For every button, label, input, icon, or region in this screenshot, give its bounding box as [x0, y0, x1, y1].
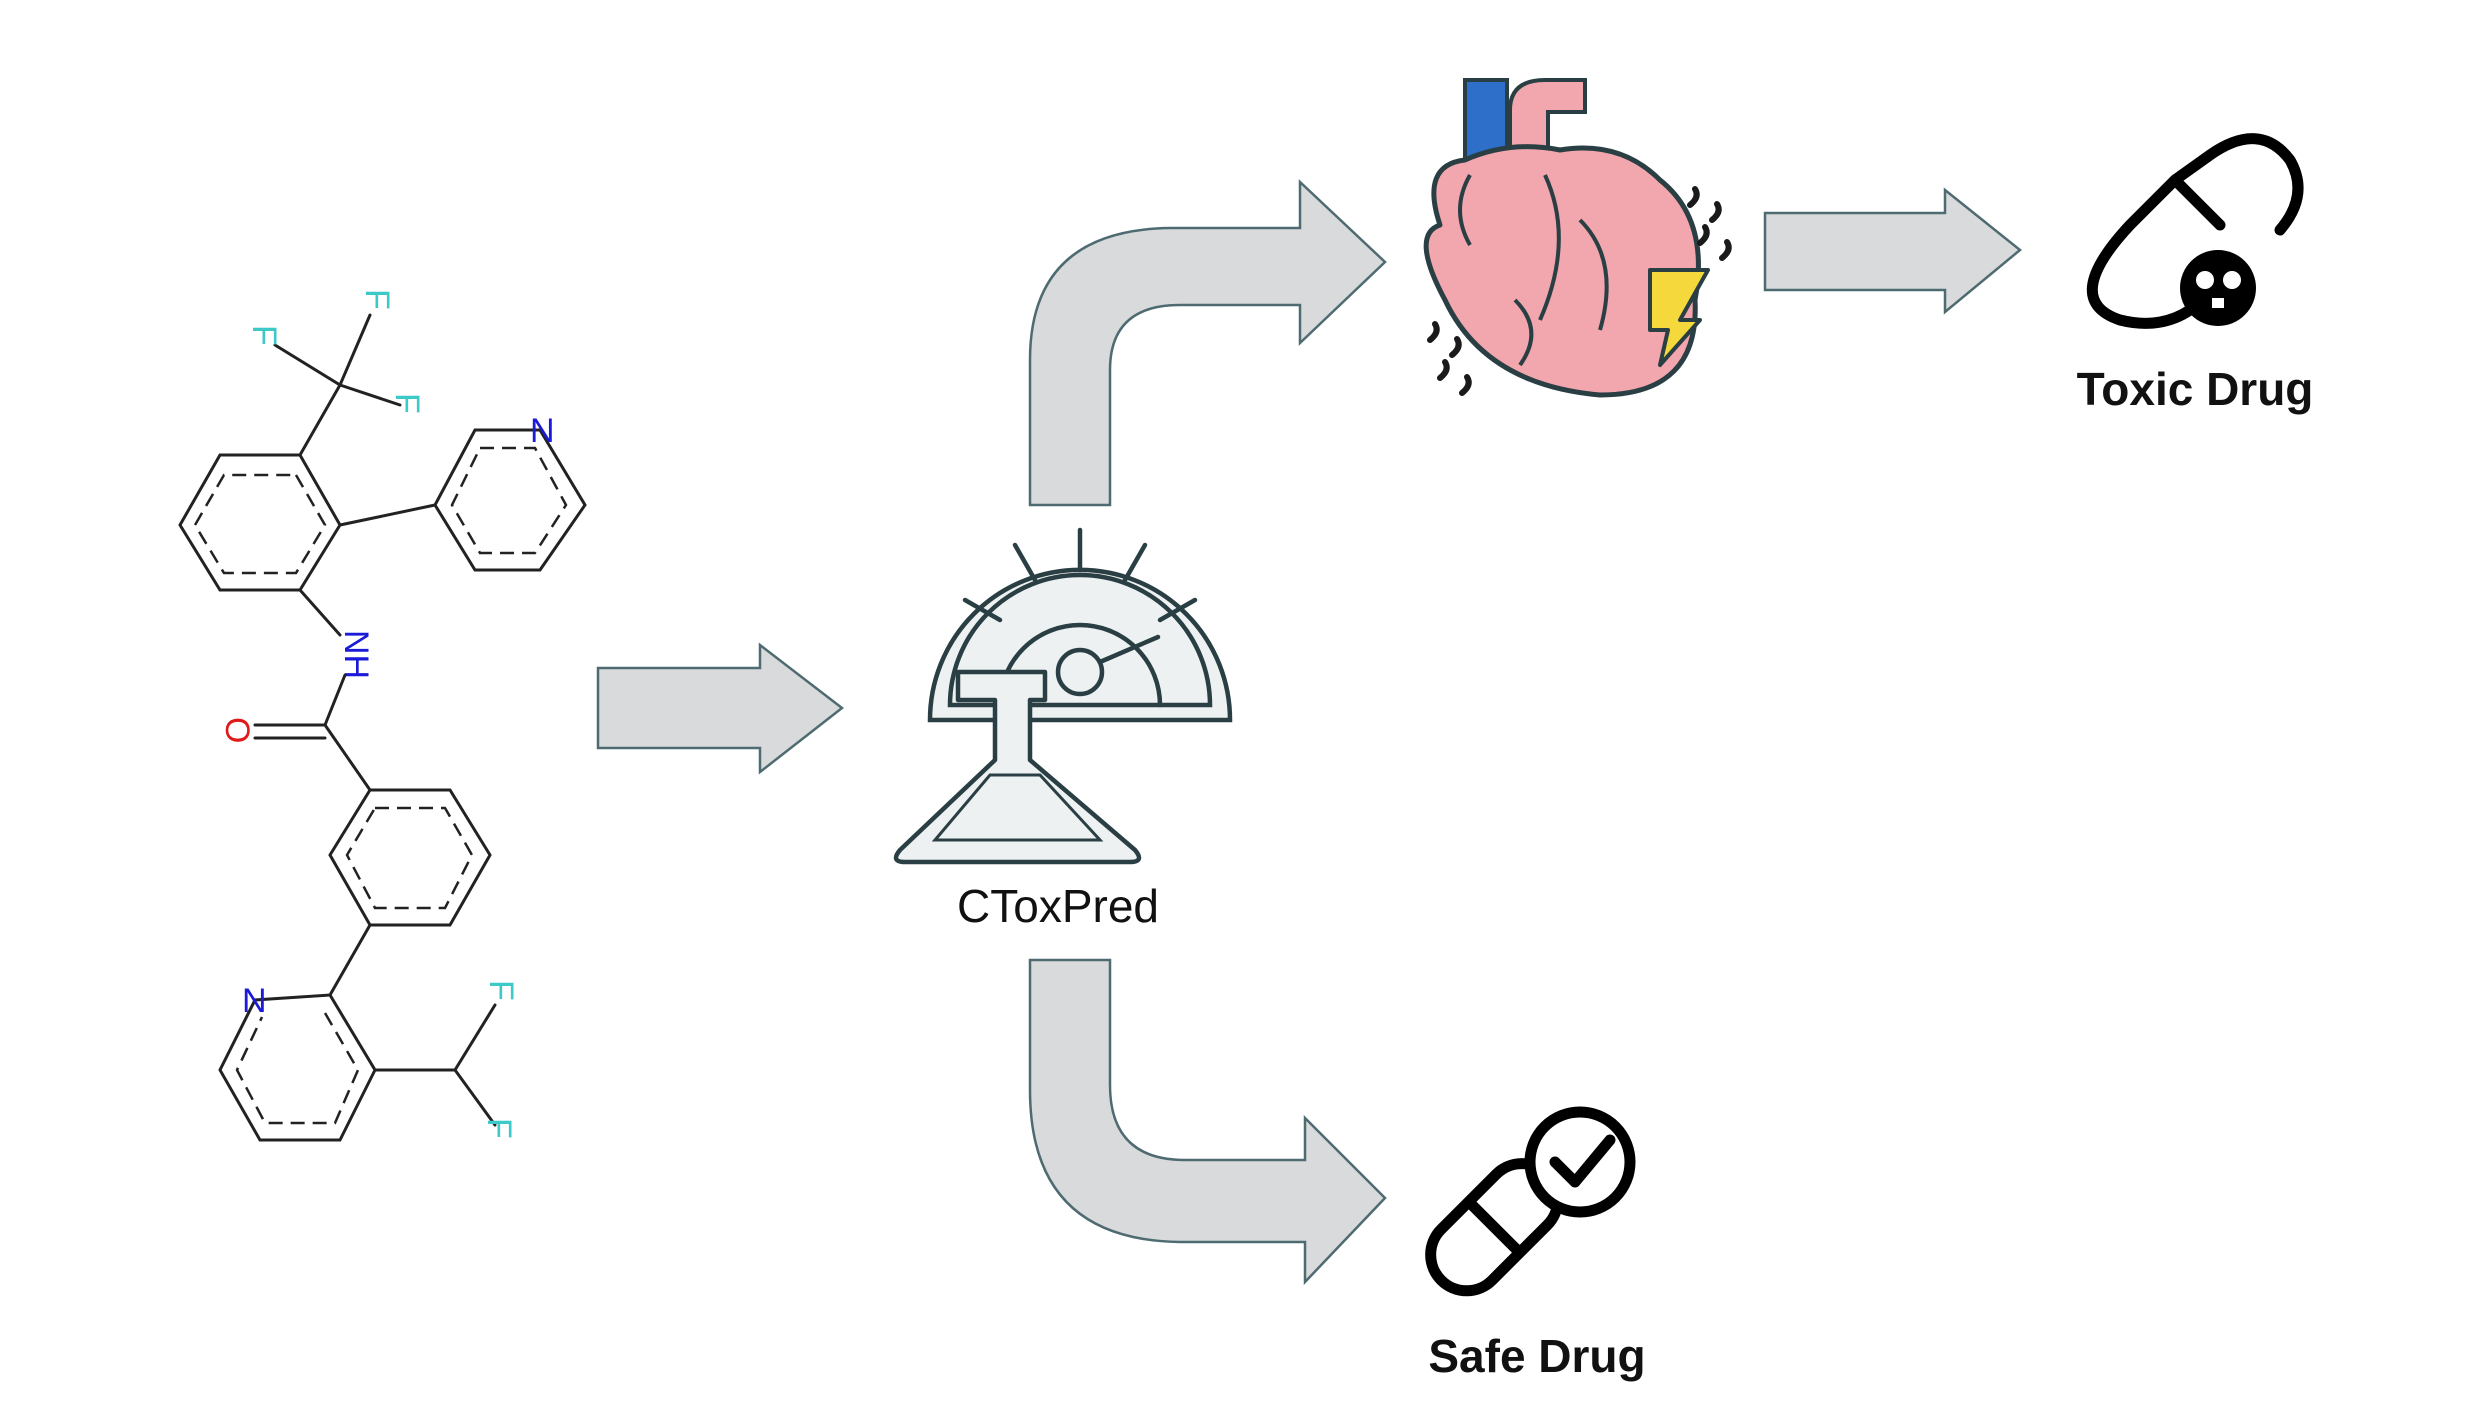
gauge-flask-icon — [893, 527, 1233, 865]
benzene-ring-top — [178, 453, 342, 592]
molecule-structure: F F F N NH O N — [178, 289, 587, 1142]
atom-fluorine-label: F — [358, 289, 396, 310]
atom-fluorine-label: F — [482, 980, 520, 1001]
benzene-ring-middle — [328, 788, 492, 927]
atom-nh-label: NH — [337, 630, 375, 679]
safe-branch-arrow — [1028, 958, 1387, 1286]
toxic-drug-label: Toxic Drug — [2077, 363, 2314, 415]
toxic-branch-arrow — [1028, 179, 1387, 507]
safe-drug-label: Safe Drug — [1428, 1330, 1645, 1382]
input-arrow — [596, 642, 845, 775]
atom-nitrogen-label: N — [530, 412, 555, 450]
toxic-outcome-arrow — [1763, 187, 2022, 315]
atom-oxygen-label: O — [218, 717, 256, 743]
atom-fluorine-label: F — [480, 1118, 518, 1139]
heart-icon — [1423, 78, 1732, 398]
model-name-label: CToxPred — [957, 880, 1159, 932]
atom-nitrogen-label: N — [242, 982, 267, 1020]
trifluoromethyl-group — [273, 313, 402, 457]
atom-fluorine-label: F — [245, 325, 283, 346]
difluoromethyl-group — [373, 1003, 497, 1127]
pill-check-icon — [1425, 1106, 1636, 1297]
pill-skull-icon — [2087, 133, 2304, 329]
pyridine-ring-top — [338, 428, 587, 572]
atom-fluorine-label: F — [388, 393, 426, 414]
